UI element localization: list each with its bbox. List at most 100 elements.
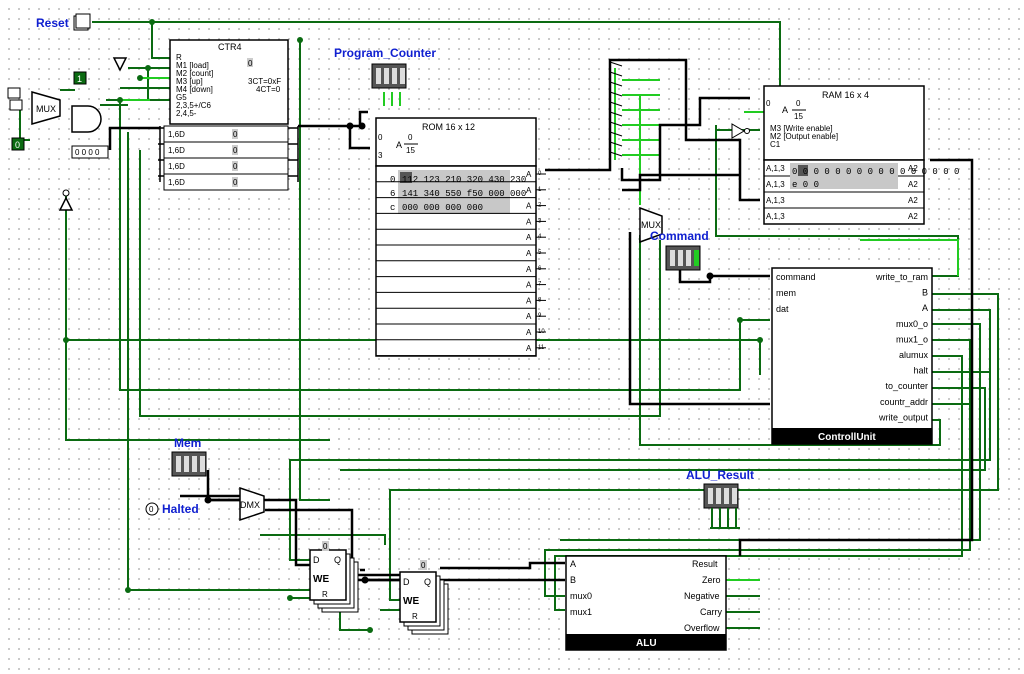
svg-text:R: R	[412, 612, 418, 621]
svg-text:G5: G5	[176, 93, 187, 102]
svg-text:1: 1	[77, 74, 82, 84]
cu-output-label: write_output	[878, 412, 929, 422]
svg-text:0: 0	[408, 133, 413, 142]
command-probe	[665, 245, 701, 271]
svg-text:A2: A2	[908, 164, 918, 173]
svg-text:0: 0	[796, 99, 801, 108]
svg-text:c: c	[390, 203, 395, 213]
svg-text:M2 [Output enable]: M2 [Output enable]	[770, 132, 838, 141]
svg-text:112 123 210 320 430 230: 112 123 210 320 430 230	[402, 175, 526, 185]
left-mux: MUX	[31, 91, 61, 125]
rom-out-label: A	[526, 281, 532, 290]
junctions-black	[204, 122, 714, 584]
svg-text:0 0 0 0 0 0 0 0 0 0 0 0 0 0 0: 0 0 0 0 0 0 0 0 0 0 0 0 0 0 0 0	[792, 167, 959, 177]
svg-text:4CT=0: 4CT=0	[256, 85, 281, 94]
cu-output-label: to_counter	[885, 381, 928, 391]
svg-text:A,1,3: A,1,3	[766, 212, 785, 221]
svg-text:CTR4: CTR4	[218, 42, 242, 52]
svg-text:A,1,3: A,1,3	[766, 196, 785, 205]
svg-text:e 0 0: e 0 0	[792, 180, 819, 190]
svg-text:mux1: mux1	[570, 607, 592, 617]
program-counter-probe	[371, 63, 407, 89]
svg-text:0: 0	[233, 162, 238, 171]
svg-text:C1: C1	[770, 140, 781, 149]
svg-text:Result: Result	[692, 559, 718, 569]
alu-block: ALU A B mux0 mux1 Result Zero Negative C…	[565, 555, 727, 651]
svg-text:ALU: ALU	[636, 638, 657, 649]
svg-text:A2: A2	[908, 196, 918, 205]
const-one-input[interactable]: 1	[73, 71, 87, 85]
svg-text:0: 0	[15, 140, 20, 150]
cu-output-label: mux1_o	[896, 334, 928, 344]
svg-text:M2 [count]: M2 [count]	[176, 69, 213, 78]
svg-text:0: 0	[378, 133, 383, 142]
svg-text:ROM 16 x 12: ROM 16 x 12	[422, 122, 475, 132]
cu-output-label: write_to_ram	[875, 272, 928, 282]
mem-label: Mem	[174, 436, 201, 450]
svg-text:Overflow: Overflow	[684, 623, 720, 633]
svg-text:0: 0	[323, 542, 328, 551]
svg-text:mux0: mux0	[570, 591, 592, 601]
svg-text:M4 [down]: M4 [down]	[176, 85, 213, 94]
rom-out-label: A	[526, 328, 532, 337]
rom-out-label: A	[526, 186, 532, 195]
rom-out-label: A	[526, 233, 532, 242]
svg-text:Zero: Zero	[702, 575, 721, 585]
ram-block: RAM 16 x 4 0 A 0 15 M3 [Write enable] M2…	[763, 85, 959, 225]
svg-text:A,1,3: A,1,3	[766, 164, 785, 173]
mem-probe	[171, 451, 207, 477]
svg-text:0 0 0 0: 0 0 0 0	[75, 148, 100, 157]
svg-text:command: command	[776, 272, 816, 282]
svg-text:3CT=0xF: 3CT=0xF	[248, 77, 281, 86]
svg-text:0: 0	[233, 178, 238, 187]
cu-output-label: countr_addr	[880, 397, 928, 407]
ram-we-inverter	[731, 123, 745, 139]
rom-out-label: A	[526, 296, 532, 305]
cu-output-label: mux0_o	[896, 319, 928, 329]
svg-text:A2: A2	[908, 212, 918, 221]
const-zero-input[interactable]: 0	[11, 137, 25, 151]
svg-text:1,6D: 1,6D	[168, 162, 185, 171]
svg-text:M3 [up]: M3 [up]	[176, 77, 203, 86]
cu-output-label: halt	[913, 366, 928, 376]
halted-label: Halted	[162, 502, 199, 516]
svg-text:Negative: Negative	[684, 591, 720, 601]
ctr4-data-bits: 1,6D 1,6D 1,6D 1,6D 0 0 0 0	[163, 125, 289, 191]
reset-button[interactable]	[73, 13, 91, 31]
rom-output-lines: A0A1A2A3A4A5A6A7A8A9A10A11	[376, 170, 546, 357]
svg-text:dat: dat	[776, 304, 789, 314]
svg-text:0: 0	[766, 99, 771, 108]
svg-text:141 340 550 f50 000 000: 141 340 550 f50 000 000	[402, 189, 526, 199]
controll-unit: ControllUnit command mem dat	[771, 267, 933, 445]
svg-text:1,6D: 1,6D	[168, 146, 185, 155]
wires-green	[19, 21, 999, 631]
svg-text:R: R	[176, 53, 182, 62]
rom-out-label: A	[526, 312, 532, 321]
svg-text:2,4,5-: 2,4,5-	[176, 109, 197, 118]
svg-text:A2: A2	[908, 180, 918, 189]
svg-text:M1 [load]: M1 [load]	[176, 61, 209, 70]
svg-text:A: A	[782, 105, 788, 115]
svg-text:3: 3	[378, 151, 383, 160]
svg-text:mem: mem	[776, 288, 796, 298]
svg-text:000 000 000 000: 000 000 000 000	[402, 203, 483, 213]
svg-text:2,3,5+/C6: 2,3,5+/C6	[176, 101, 211, 110]
command-label: Command	[650, 229, 709, 243]
rom-out-label: A	[526, 202, 532, 211]
svg-text:0: 0	[248, 59, 253, 68]
svg-text:R: R	[322, 590, 328, 599]
svg-text:1,6D: 1,6D	[168, 178, 185, 187]
svg-text:B: B	[570, 575, 576, 585]
halted-led: 0	[145, 502, 159, 516]
rom-out-label: A	[526, 249, 532, 258]
svg-text:A: A	[396, 140, 402, 150]
rom-out-label: A	[526, 344, 532, 353]
wires-bus	[108, 58, 974, 582]
svg-text:D: D	[313, 555, 320, 565]
clock-input[interactable]	[7, 87, 23, 111]
cu-output-label: B	[922, 288, 928, 298]
demux: DMX	[239, 486, 265, 522]
halt-buffer	[58, 196, 74, 211]
